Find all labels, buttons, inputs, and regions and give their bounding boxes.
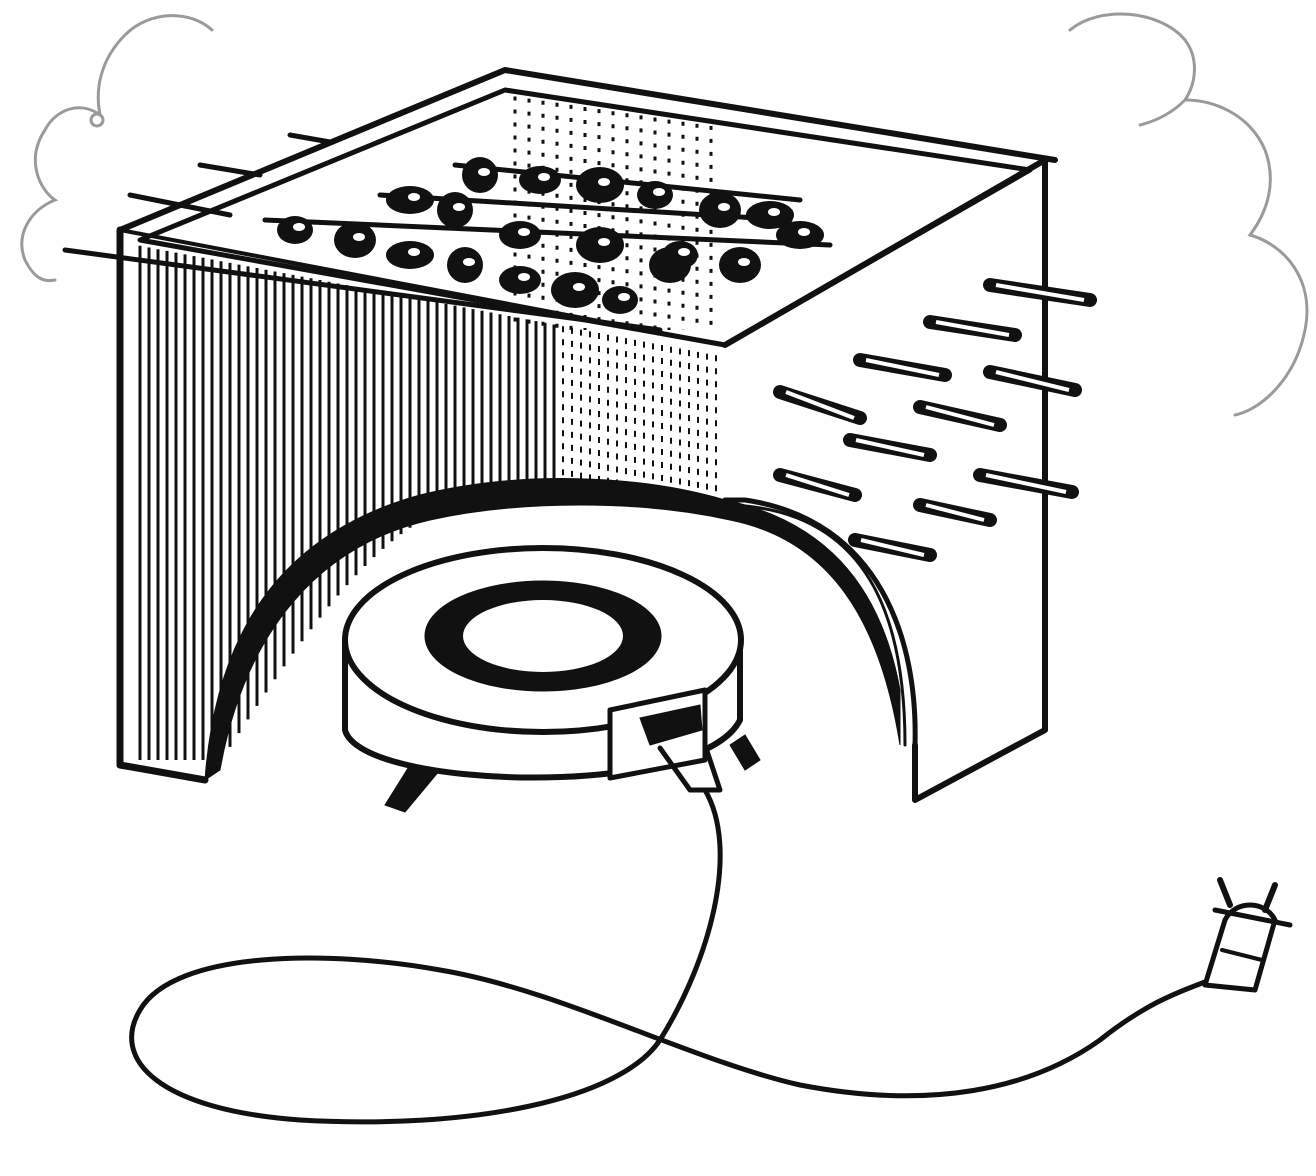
food-piece-highlight	[353, 233, 365, 241]
food-piece	[637, 181, 673, 209]
food-piece-highlight	[798, 228, 810, 236]
food-piece-highlight	[453, 203, 465, 211]
food-piece-highlight	[598, 178, 610, 186]
food-piece-highlight	[618, 293, 630, 301]
skewer-rod	[127, 192, 233, 218]
vent-slot-highlight	[935, 320, 1010, 337]
smoke-right-curl-icon	[1138, 98, 1187, 127]
food-piece	[576, 227, 624, 263]
food-piece-highlight	[518, 273, 530, 281]
smoke-right	[1068, 12, 1309, 417]
box-front-hatching	[138, 96, 717, 761]
food-piece	[462, 157, 498, 193]
food-piece-highlight	[653, 188, 665, 196]
vent-slot-highlight	[855, 438, 925, 457]
food-piece	[519, 166, 561, 194]
food-piece	[437, 192, 473, 228]
vent-slot-highlight	[985, 473, 1067, 494]
food-piece-highlight	[718, 203, 730, 211]
food-piece	[746, 201, 794, 229]
vent-slot-highlight	[995, 283, 1085, 302]
box-inner-back	[505, 70, 1045, 510]
food-piece-highlight	[598, 238, 610, 246]
vent-slot-highlight	[925, 503, 985, 522]
food-piece	[386, 241, 434, 269]
smoke-left	[20, 14, 214, 283]
skewer-rod	[62, 247, 663, 333]
vent-slot-highlight	[785, 473, 850, 497]
vent-slot-highlight	[925, 405, 995, 427]
food-piece-highlight	[538, 173, 550, 181]
plug	[1202, 877, 1293, 993]
food-piece	[499, 221, 541, 249]
skewer-rod	[287, 132, 333, 145]
vent-slot-highlight	[860, 538, 925, 557]
food-piece	[576, 167, 624, 203]
smoke-left-icon	[20, 14, 214, 283]
food-piece	[776, 221, 824, 249]
food-piece	[447, 247, 483, 283]
food-piece-highlight	[293, 223, 305, 231]
skewers	[62, 132, 833, 333]
food-piece	[277, 216, 313, 244]
hotplate-leg-right	[729, 734, 761, 771]
food-piece-highlight	[408, 193, 420, 201]
food-piece-highlight	[408, 248, 420, 256]
food-piece	[386, 186, 434, 214]
vent-slot-highlight	[785, 390, 855, 420]
food-piece	[719, 247, 761, 283]
smoke-right-icon	[1068, 12, 1309, 417]
vent-slot-highlight	[865, 358, 940, 377]
food-piece-highlight	[463, 258, 475, 266]
skewer-rod	[197, 162, 263, 178]
box-vent-slots	[773, 278, 1097, 562]
box-arch-opening	[204, 478, 901, 781]
vent-slot-highlight	[995, 370, 1070, 392]
smoke-left-curl-icon	[89, 112, 105, 128]
food-piece	[662, 241, 698, 269]
food-piece-highlight	[518, 228, 530, 236]
power-cord	[129, 787, 1213, 1125]
electric-hotplate	[342, 545, 761, 813]
food-piece-highlight	[678, 248, 690, 256]
skewer-rod	[452, 162, 803, 203]
food-piece	[334, 222, 376, 258]
food-piece-highlight	[573, 283, 585, 291]
food-piece	[551, 272, 599, 308]
hotplate-center	[463, 600, 623, 672]
food-piece	[499, 266, 541, 294]
food-piece-highlight	[478, 168, 490, 176]
food-piece-highlight	[738, 258, 750, 266]
food-piece	[602, 286, 638, 314]
food-piece	[699, 192, 741, 228]
food-piece-highlight	[768, 208, 780, 216]
